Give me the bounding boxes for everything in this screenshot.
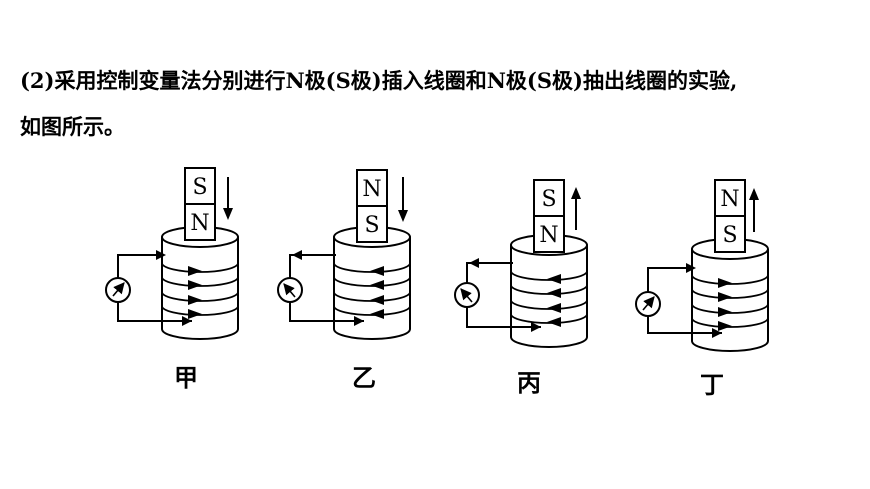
magnet-top-pole: N [720, 187, 739, 212]
current-arrows [718, 278, 732, 331]
motion-arrow [571, 187, 581, 230]
figure-ding: N S 丁 [635, 179, 769, 399]
coil [510, 234, 588, 348]
motion-arrow [223, 177, 233, 220]
coil [691, 238, 769, 352]
magnet: N S [714, 179, 746, 253]
magnet-bottom-pole: S [722, 223, 737, 248]
magnet-top-pole: S [541, 187, 556, 212]
coil [161, 226, 239, 340]
current-arrows [370, 266, 384, 319]
galvanometer-circuit [277, 250, 364, 326]
magnet: N S [356, 169, 388, 243]
figure-yi: N S 乙 [277, 169, 411, 392]
text-line-2: 如图所示。 [20, 114, 125, 139]
figure-caption: 甲 [174, 364, 198, 392]
current-arrows [188, 266, 202, 319]
magnet-top-pole: S [192, 175, 207, 200]
figure-bing: S N 丙 [454, 179, 588, 397]
magnet-top-pole: N [362, 177, 381, 202]
motion-arrow [749, 188, 759, 232]
figure-caption: 丁 [700, 371, 724, 399]
magnet-bottom-pole: S [364, 213, 379, 238]
magnet: S N [533, 179, 565, 253]
galvanometer-circuit [454, 258, 541, 332]
current-arrows [547, 274, 561, 327]
magnet-bottom-pole: N [539, 223, 558, 248]
figure-caption: 丙 [517, 369, 541, 397]
text-line-1: (2)采用控制变量法分别进行N极(S极)插入线圈和N极(S极)抽出线圈的实验, [20, 68, 738, 93]
magnet-bottom-pole: N [190, 211, 209, 236]
figure-caption: 乙 [352, 364, 376, 392]
galvanometer-circuit [105, 250, 192, 326]
magnet: S N [184, 167, 216, 241]
coil [333, 226, 411, 340]
galvanometer-circuit [635, 263, 722, 338]
figure-jia: S N 甲 [105, 167, 239, 392]
motion-arrow [398, 177, 408, 222]
problem-text: (2)采用控制变量法分别进行N极(S极)插入线圈和N极(S极)抽出线圈的实验, … [20, 58, 860, 150]
